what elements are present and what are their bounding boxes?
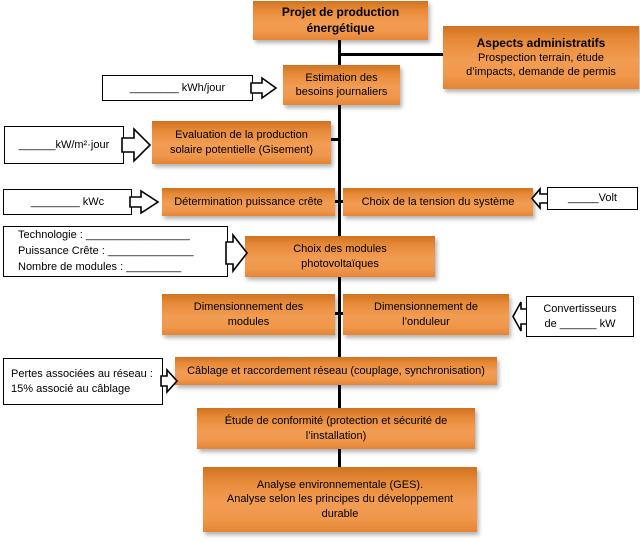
connector-puissance-tension	[333, 200, 346, 203]
node-analyse-environnementale: Analyse environnementale (GES). Analyse …	[203, 467, 477, 532]
arrow-right-icon	[225, 232, 249, 274]
node-etude-conformite: Étude de conformité (protection et sécur…	[197, 408, 475, 449]
main-vertical-connector	[338, 39, 341, 531]
node-label: Choix de la tension du système	[361, 195, 515, 208]
node-choix-tension: Choix de la tension du système	[343, 188, 533, 216]
callout-box: _____Volt	[547, 187, 638, 210]
node-label: Projet de production énergétique	[281, 5, 400, 35]
node-label: Câblage et raccordement réseau (couplage…	[187, 364, 485, 377]
callout-kwh-jour: ________ kWh/jour	[102, 75, 278, 101]
node-label: Dimensionnement de l’onduleur	[374, 301, 478, 328]
callout-volt: _____Volt	[530, 186, 638, 211]
callout-kw-m2-jour: ______kW/m²·jour	[4, 126, 156, 164]
callout-lines: Technologie : _________________ Puissanc…	[11, 228, 227, 275]
node-label: Choix des modules photovoltaïques	[293, 243, 387, 270]
nombre-modules-line: Nombre de modules : _________	[18, 260, 182, 273]
node-label: Détermination puissance crête	[174, 195, 323, 208]
node-label: Estimation des besoins journaliers	[295, 71, 388, 98]
node-choix-modules: Choix des modules photovoltaïques	[245, 236, 435, 277]
node-evaluation-production: Evaluation de la production solaire pote…	[152, 121, 331, 164]
node-determination-puissance: Détermination puissance crête	[162, 188, 335, 216]
connector-to-admin	[340, 53, 444, 56]
puissance-crete-line: Puissance Crête : ______________	[18, 245, 194, 258]
node-projet-production: Projet de production énergétique	[253, 1, 428, 40]
arrow-right-icon	[121, 127, 152, 163]
node-label: Analyse environnementale (GES). Analyse …	[226, 479, 454, 520]
arrow-right-icon	[129, 189, 160, 215]
node-label: Evaluation de la production solaire pote…	[169, 129, 314, 156]
node-cablage-raccordement: Câblage et raccordement réseau (couplage…	[175, 357, 497, 385]
node-label: Étude de conformité (protection et sécur…	[224, 415, 448, 442]
node-aspects-administratifs: Aspects administratifs Prospection terra…	[443, 26, 639, 89]
callout-box: ________ kWh/jour	[102, 75, 253, 101]
arrow-left-icon	[530, 186, 549, 211]
callout-technologie: Technologie : _________________ Puissanc…	[3, 226, 249, 277]
callout-convertisseurs: Convertisseurs de ______ kW	[512, 296, 634, 337]
callout-box: Pertes associées au réseau : 15% associé…	[3, 358, 163, 405]
connector-evaluation	[327, 138, 340, 141]
node-subtitle: Prospection terrain, étude d’impacts, de…	[466, 52, 616, 79]
callout-box: ________ kWc	[3, 189, 132, 215]
node-dimensionnement-modules: Dimensionnement des modules	[162, 294, 335, 335]
arrow-right-icon	[160, 367, 179, 395]
callout-pertes-reseau: Pertes associées au réseau : 15% associé…	[3, 358, 179, 405]
node-title: Aspects administratifs	[476, 35, 606, 50]
technologie-line: Technologie : _________________	[18, 229, 190, 242]
arrow-right-icon	[250, 76, 278, 100]
callout-box: ______kW/m²·jour	[4, 126, 124, 164]
callout-box: Convertisseurs de ______ kW	[526, 296, 634, 337]
connector-dimensionnement	[333, 312, 346, 315]
node-estimation-besoins: Estimation des besoins journaliers	[283, 65, 400, 105]
node-label: Dimensionnement des modules	[193, 301, 304, 328]
callout-kwc: ________ kWc	[3, 189, 161, 215]
callout-box: Technologie : _________________ Puissanc…	[3, 226, 228, 277]
node-dimensionnement-onduleur: Dimensionnement de l’onduleur	[343, 294, 509, 335]
